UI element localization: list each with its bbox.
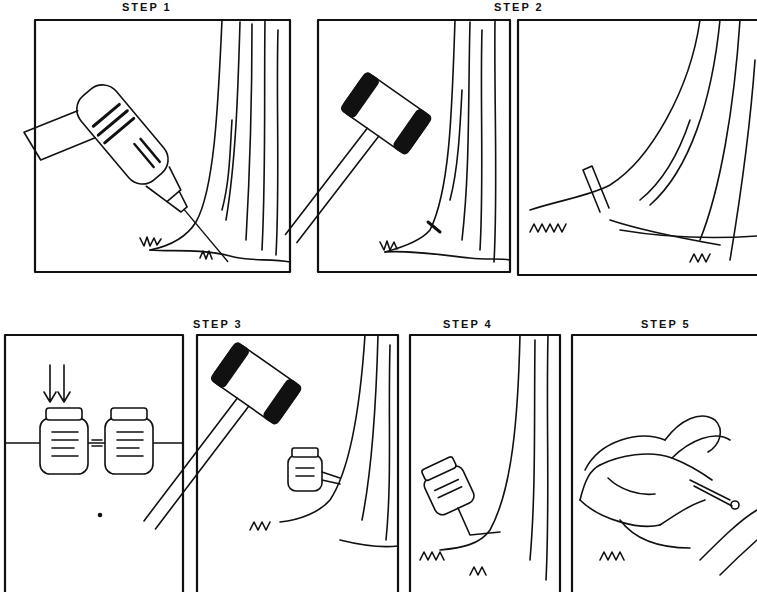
step-label: STEP 1	[122, 1, 172, 13]
hammer	[263, 72, 440, 265]
step-label: STEP 5	[641, 318, 691, 330]
step-label: STEP 2	[494, 1, 544, 13]
tree-trunk	[380, 20, 510, 262]
panel-frames	[5, 20, 757, 592]
step-label: STEP 4	[443, 318, 493, 330]
electric-drill	[20, 70, 246, 312]
step-label: STEP 3	[193, 318, 243, 330]
hammer	[122, 342, 340, 552]
jars	[5, 365, 183, 517]
injection-bottle	[417, 454, 500, 535]
tree-trunk	[530, 20, 757, 262]
gloved-hand	[580, 416, 757, 575]
tree-trunk	[140, 20, 290, 262]
plug	[583, 166, 609, 212]
tree-trunk	[420, 335, 548, 580]
